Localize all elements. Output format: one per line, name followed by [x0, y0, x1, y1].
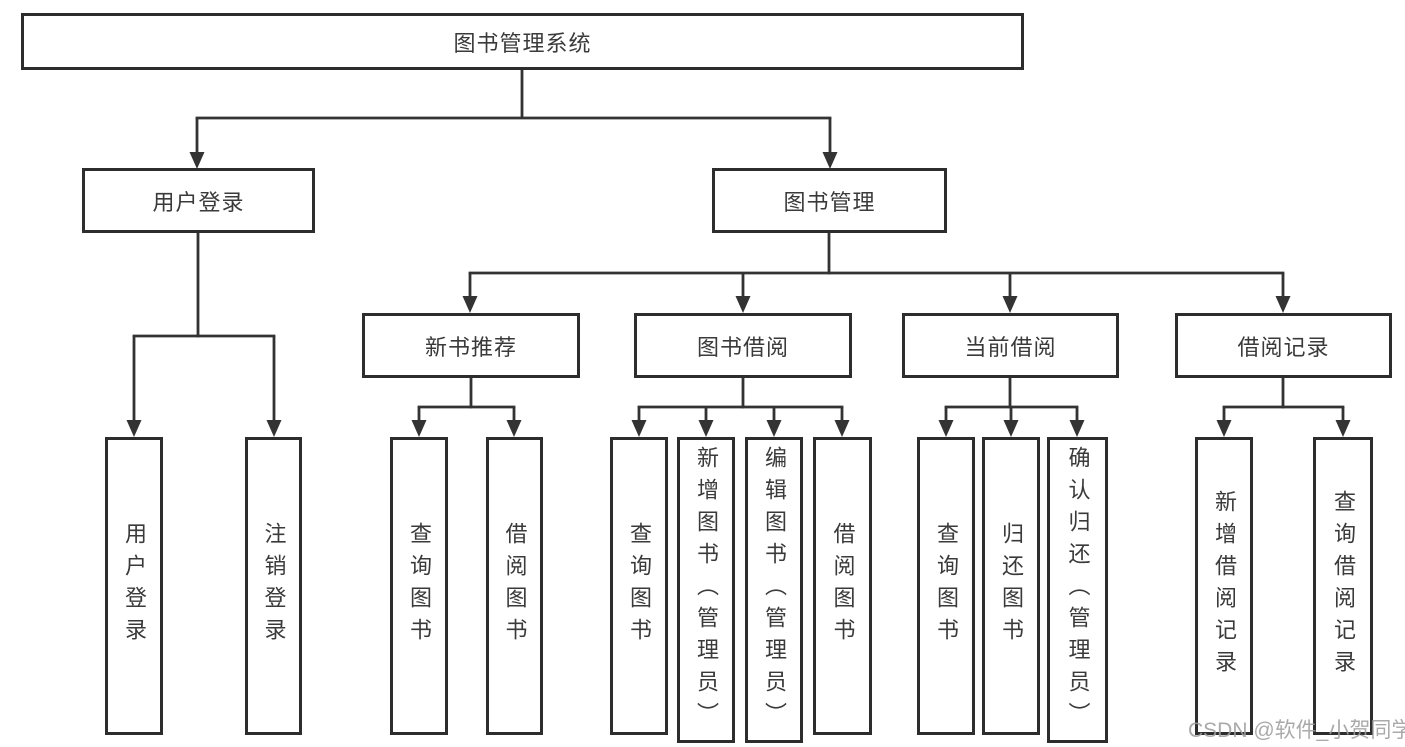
leaf-return-book-label: 归还图书 — [999, 522, 1024, 650]
leaf-add-book-admin-label: 新增图书（管理员） — [694, 446, 719, 734]
csdn-watermark: CSDN @软件_小贺同学 — [1188, 719, 1405, 742]
leaf-borrow-books-1-label: 借阅图书 — [502, 522, 528, 650]
node-borrowing-records: 借阅记录 — [1175, 313, 1392, 378]
leaf-query-books-3: 查询图书 — [917, 437, 975, 735]
leaf-edit-book-admin-label: 编辑图书（管理员） — [762, 446, 787, 734]
node-library-system: 图书管理系统 — [21, 13, 1024, 70]
leaf-return-book: 归还图书 — [982, 437, 1040, 735]
node-book-borrowing: 图书借阅 — [634, 313, 852, 378]
leaf-borrow-books-2: 借阅图书 — [813, 437, 872, 735]
leaf-query-books-1: 查询图书 — [390, 437, 448, 735]
leaf-add-borrow-record: 新增借阅记录 — [1195, 437, 1253, 735]
leaf-edit-book-admin: 编辑图书（管理员） — [745, 437, 803, 743]
leaf-logout: 注销登录 — [245, 437, 302, 735]
leaf-add-borrow-record-label: 新增借阅记录 — [1212, 490, 1237, 682]
leaf-query-books-1-label: 查询图书 — [407, 522, 432, 650]
node-book-management: 图书管理 — [712, 168, 947, 233]
leaf-query-borrow-record: 查询借阅记录 — [1313, 437, 1373, 735]
leaf-query-borrow-record-label: 查询借阅记录 — [1331, 490, 1356, 682]
node-current-borrowing: 当前借阅 — [902, 313, 1119, 378]
leaf-user-login: 用户登录 — [105, 437, 163, 735]
leaf-query-books-2: 查询图书 — [610, 437, 668, 735]
leaf-confirm-return-admin-label: 确认归还（管理员） — [1065, 446, 1091, 734]
leaf-user-login-label: 用户登录 — [122, 522, 147, 650]
leaf-borrow-books-2-label: 借阅图书 — [830, 522, 856, 650]
leaf-query-books-2-label: 查询图书 — [627, 522, 652, 650]
leaf-borrow-books-1: 借阅图书 — [486, 437, 543, 735]
leaf-logout-label: 注销登录 — [261, 522, 287, 650]
node-new-book-recommendation: 新书推荐 — [362, 313, 580, 378]
leaf-add-book-admin: 新增图书（管理员） — [677, 437, 735, 743]
leaf-query-books-3-label: 查询图书 — [934, 522, 959, 650]
node-user-login: 用户登录 — [82, 168, 315, 233]
leaf-confirm-return-admin: 确认归还（管理员） — [1047, 437, 1108, 743]
